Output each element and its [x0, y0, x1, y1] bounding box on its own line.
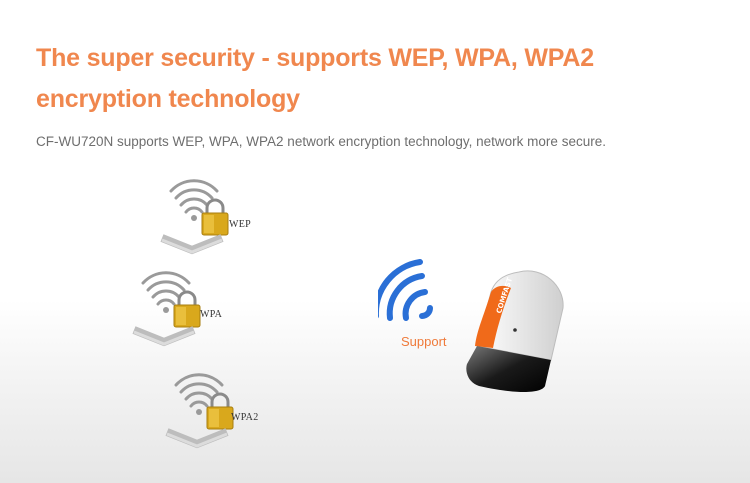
encryption-item-wpa2: WPA2	[165, 373, 275, 454]
encryption-item-wpa: WPA	[132, 271, 242, 352]
page-title: The super security - supports WEP, WPA, …	[36, 44, 594, 113]
wifi-lock-icon	[132, 271, 201, 347]
wifi-signal-icon	[372, 258, 448, 333]
usb-wifi-adapter-image: COMFAST	[455, 268, 575, 403]
encryption-label-wpa2: WPA2	[231, 412, 259, 423]
encryption-label-wpa: WPA	[200, 309, 223, 320]
encryption-label-wep: WEP	[229, 219, 252, 230]
encryption-item-wep: WEP	[160, 179, 270, 260]
support-label: Support	[401, 334, 447, 349]
wifi-lock-icon	[160, 179, 229, 255]
wifi-lock-icon	[165, 373, 234, 449]
page-subtitle: CF-WU720N supports WEP, WPA, WPA2 networ…	[36, 134, 606, 149]
